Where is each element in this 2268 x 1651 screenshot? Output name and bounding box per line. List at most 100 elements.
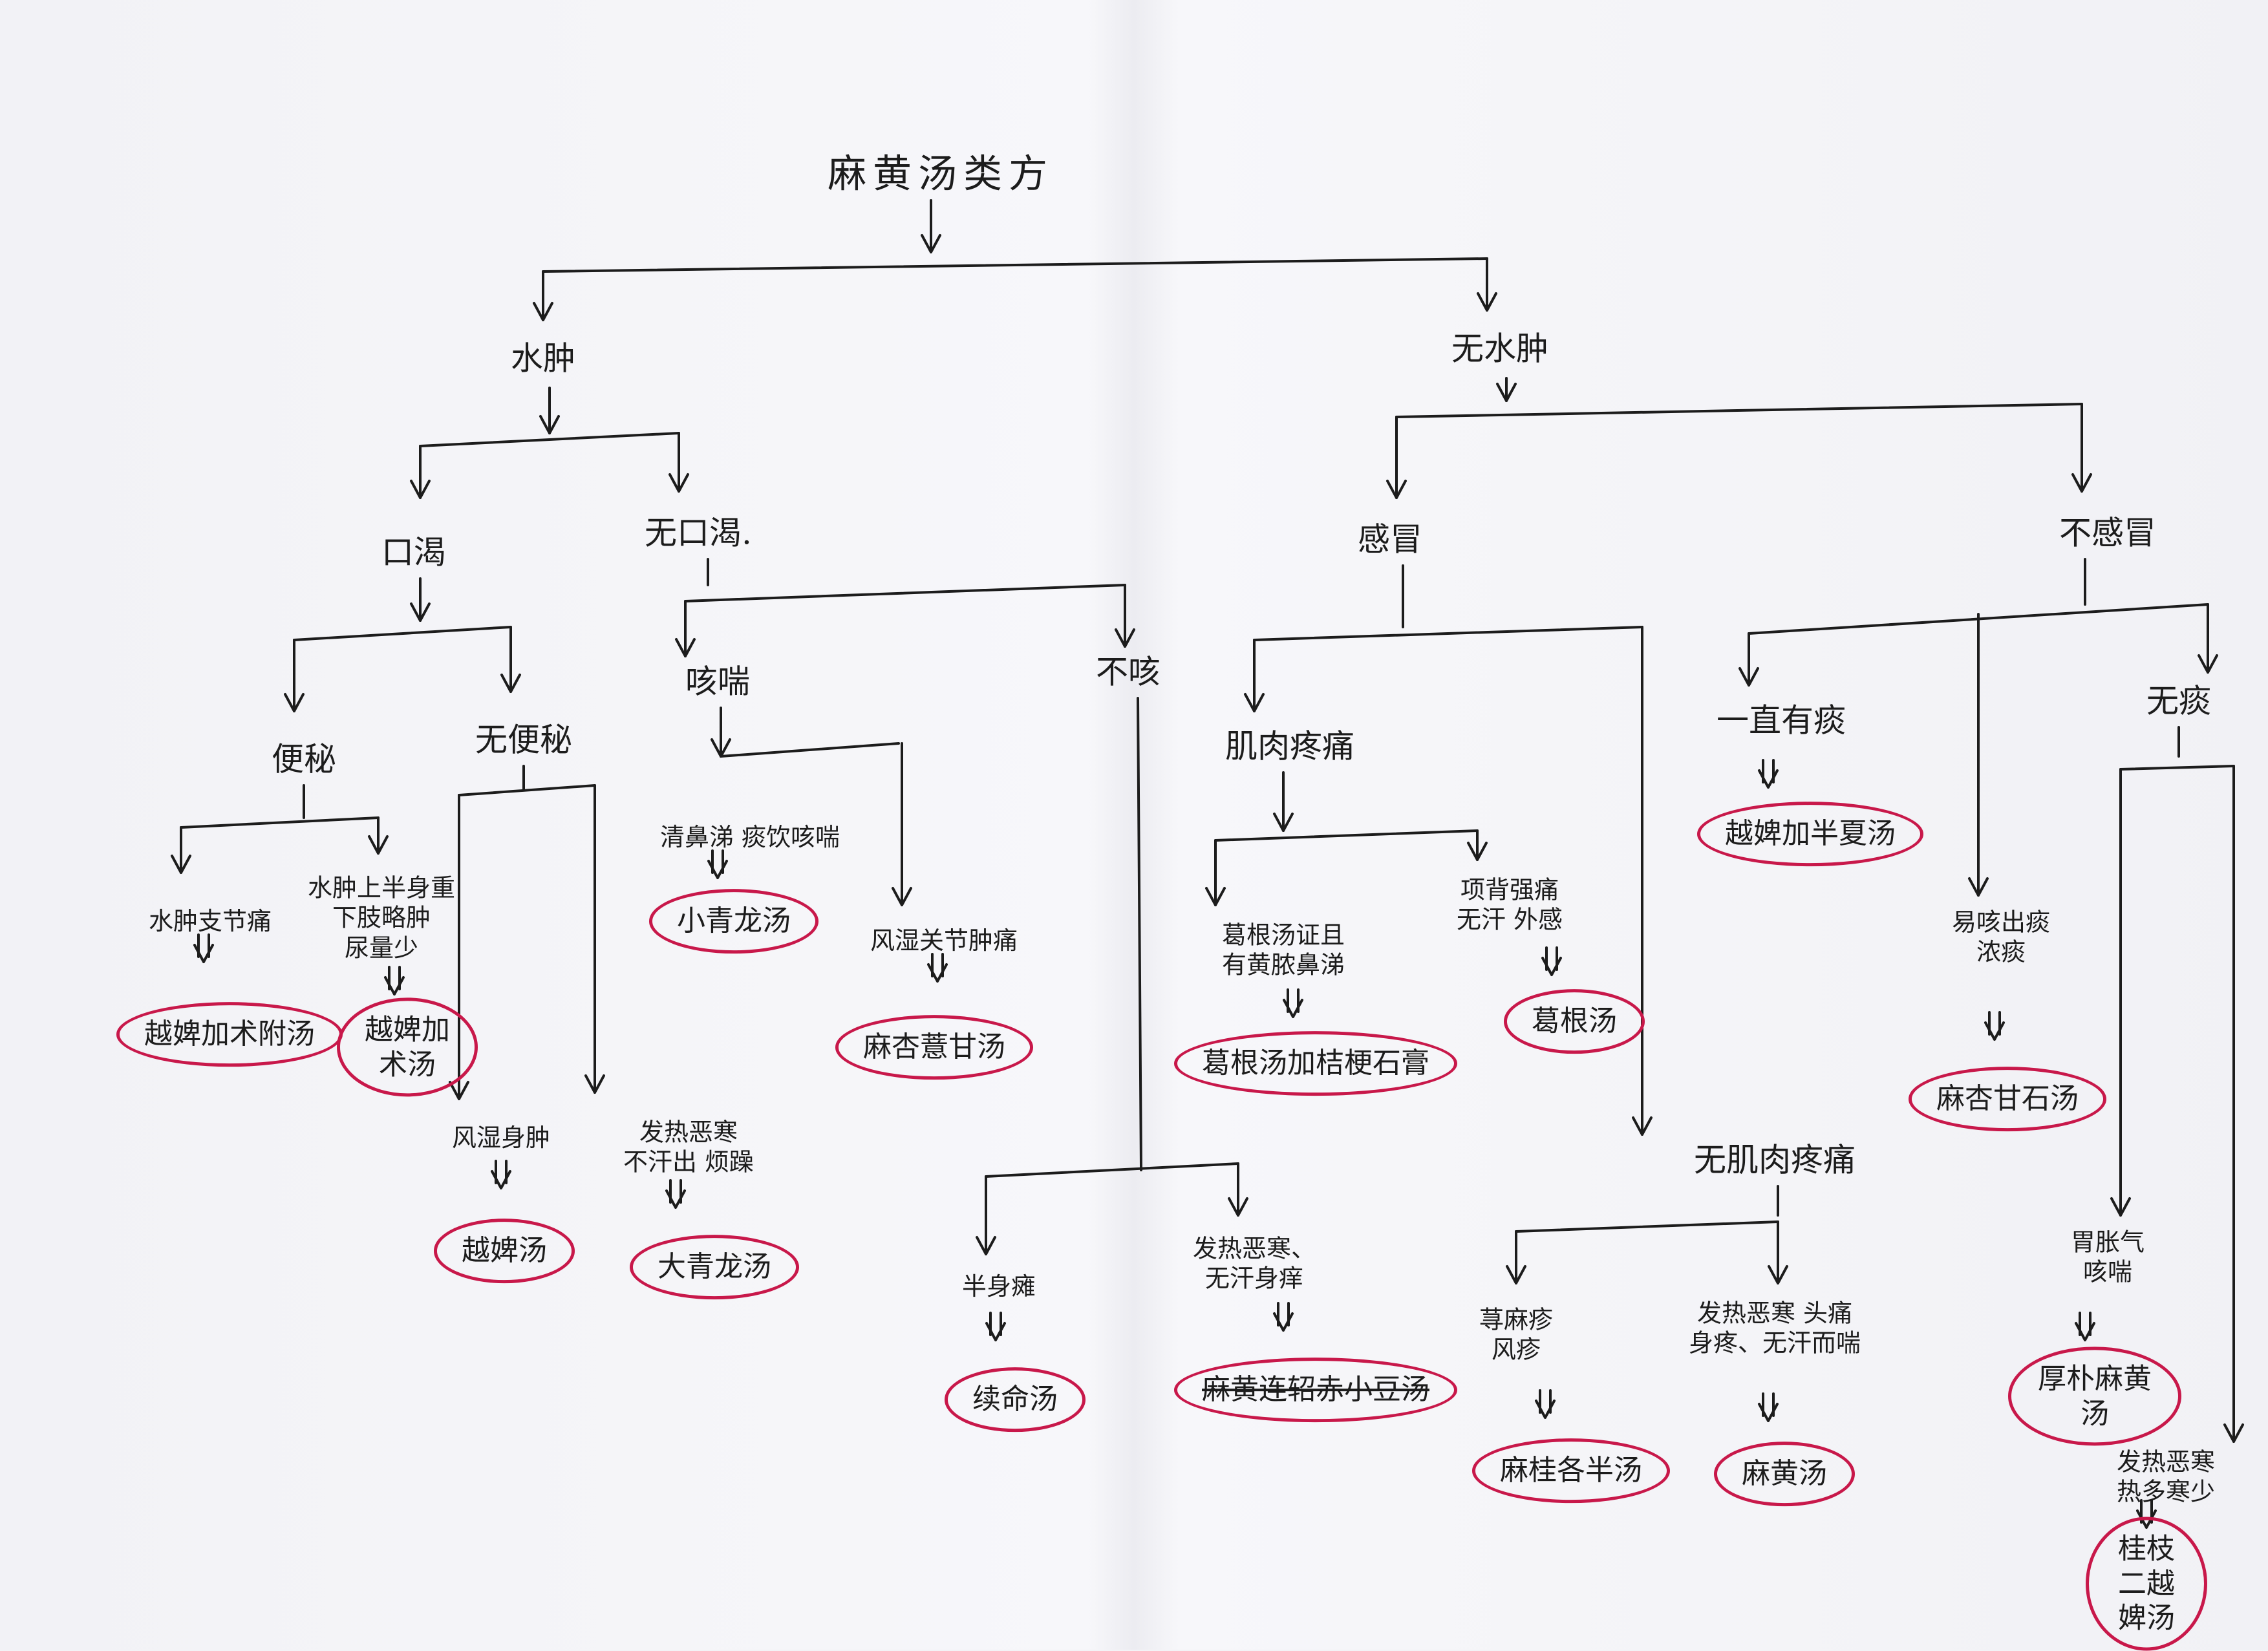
no-cough-branch: 不咳 [1096,653,1161,691]
symptom-fever-headache: 发热恶寒 头痛 身疼、无汗而喘 [1688,1299,1861,1358]
to-chest-full-arrowhead [2110,1197,2131,1217]
to-edema-upper-arrowhead [368,835,389,855]
cough-bar [720,742,900,758]
no-muscle-pain-branch: 无肌肉疼痛 [1694,1141,1856,1179]
symptom-wind-damp-pain: 风湿关节肿痛 [870,926,1018,955]
dbl-xuming-arrowhead [985,1322,1006,1341]
formula-yuebi-zhu: 越婢加 术汤 [337,997,478,1097]
to-phlegm-always-arrowhead [1738,667,1759,687]
formula-daqinglong: 大青龙汤 [630,1235,799,1299]
to-edema-arrowhead [533,302,553,321]
thirst-branch: 口渴 [381,533,446,571]
to-muscle-pain-arrowhead [1244,693,1265,712]
formula-maxing-yigan: 麻杏薏甘汤 [835,1015,1033,1080]
formula-gegen: 葛根汤 [1504,989,1645,1054]
dbl-maxing-yigan-arrowhead [927,963,948,983]
cold-bar [1253,626,1643,641]
to-constipation-arrowhead [284,693,305,712]
no-edema-branch: 无水肿 [1451,330,1548,368]
formula-mague-geban: 麻桂各半汤 [1472,1438,1670,1503]
no-constipation-branch: 无便秘 [475,721,572,759]
symptom-chest-full: 胃胀气 咳喘 [2070,1228,2145,1286]
symptom-easy-cough: 易咳出痰 浓痰 [1951,908,2051,966]
to-easy-cough-arrowhead [1968,877,1989,897]
constipation-bar [180,816,380,829]
dbl-mahuang-arrowhead [1758,1403,1779,1422]
symptom-wind-water: 风湿身肿 [451,1123,551,1152]
to-no-cough-arrowhead [1115,628,1135,648]
muscle-bar [1214,829,1479,842]
muscle-pain-branch: 肌肉疼痛 [1225,727,1354,765]
to-fever-headache-arrowhead [1768,1265,1788,1284]
no-thirst-bar [684,584,1126,602]
to-cold-arrowhead [1386,480,1407,499]
to-fever-more-heat-arrowhead [2223,1423,2244,1443]
no-cough-bar [985,1162,1239,1178]
symptom-fever-more-heat: 发热恶寒 热多寒少 [2116,1447,2215,1506]
symptom-fever-restless: 发热恶寒 不汗出 烦躁 [623,1118,754,1177]
no-cold-branch: 不感冒 [2059,514,2156,552]
edema-bar [419,432,680,447]
phlegm-always-branch: 一直有痰 [1717,701,1846,740]
constipation-branch: 便秘 [272,740,336,778]
symptom-neck-back-stiff: 项背强痛 无汗 外感 [1456,875,1563,934]
symptom-hemiplegia: 半身瘫 [961,1272,1036,1301]
formula-maxing-shigan: 麻杏甘石汤 [1909,1067,2106,1131]
dbl-houpu-mahuang-arrowhead [2075,1322,2095,1341]
to-thirst-arrowhead [410,480,431,499]
dbl-gegen-jiegeng-arrowhead [1283,999,1303,1018]
dbl-daqinglong-arrowhead [665,1189,686,1209]
to-wind-damp-arrowhead [892,887,912,906]
edema-branch: 水肿 [511,339,575,378]
muscle-arrow-arrowhead [1273,813,1294,832]
dbl-mahuang-lianqiao-arrowhead [1273,1312,1294,1332]
symptom-fever-itch: 发热恶寒、 无汗身痒 [1192,1234,1316,1293]
to-fever-restless-arrowhead [584,1074,605,1094]
to-cough-asthma-arrowhead [675,638,696,657]
symptom-clear-phlegm: 清鼻涕 痰饮咳喘 [659,822,840,851]
root-arrow-arrowhead [921,234,941,253]
no-thirst-branch: 无口渴. [645,514,752,552]
dbl-maxing-shigan-arrowhead [1984,1021,2005,1041]
symptom-edema-joint-pain: 水肿支节痛 [148,906,272,935]
symptom-urticaria: 荨麻疹 风疹 [1479,1305,1554,1364]
no-phlegm-bar [2119,765,2235,771]
formula-xuming: 续命汤 [945,1367,1086,1432]
edema-arrow-arrowhead [539,415,560,434]
formula-yuebi-banxia: 越婢加半夏汤 [1697,802,1923,866]
to-neck-back-arrowhead [1467,842,1488,861]
root-bar [542,257,1488,273]
to-gegen-nasal-arrowhead [1205,887,1226,906]
dbl-gegen-arrowhead [1541,957,1562,976]
formula-gegen-jiegeng: 葛根汤加桔梗石膏 [1174,1031,1457,1096]
no-constipation-bar [458,784,596,796]
dbl-xiaoqinglong-arrowhead [707,860,728,879]
to-edema-joint-arrowhead [171,855,191,874]
dbl-yuebi-arrowhead [491,1170,511,1189]
formula-guizhi-eryuebi: 桂枝二越婢汤 [2086,1517,2207,1651]
to-no-thirst-arrowhead [669,473,689,493]
cold-branch: 感冒 [1358,520,1422,559]
formula-yuebi: 越婢汤 [434,1219,575,1283]
dbl-yuebi-zhu-arrowhead [384,976,405,996]
to-no-phlegm-arrowhead [2198,654,2218,674]
no-edema-bar [1395,403,2083,418]
formula-yuebi-zhufu: 越婢加术附汤 [116,1002,343,1067]
no-phlegm-branch: 无痰 [2146,682,2211,720]
to-urticaria-arrowhead [1506,1265,1526,1284]
root-title: 麻黄汤类方 [828,151,1054,197]
dbl-mague-geban-arrowhead [1535,1400,1556,1419]
cough-asthma-branch: 咳喘 [685,663,750,701]
to-wind-water-arrowhead [449,1081,469,1100]
to-no-muscle-pain-arrowhead [1632,1116,1653,1136]
formula-mahuang: 麻黄汤 [1714,1442,1855,1506]
to-fever-itch-arrowhead [1228,1197,1248,1217]
dbl-yuebi-banxia-arrowhead [1758,769,1779,789]
to-no-constipation-arrowhead [500,674,521,693]
formula-mahuang-lianqiao: 麻黄连轺赤小豆汤 [1174,1358,1457,1422]
thirst-arrow-arrowhead [410,602,431,622]
thirst-bar [293,626,512,641]
to-no-edema-arrowhead [1477,292,1497,312]
no-cough-stem [1137,697,1142,1171]
